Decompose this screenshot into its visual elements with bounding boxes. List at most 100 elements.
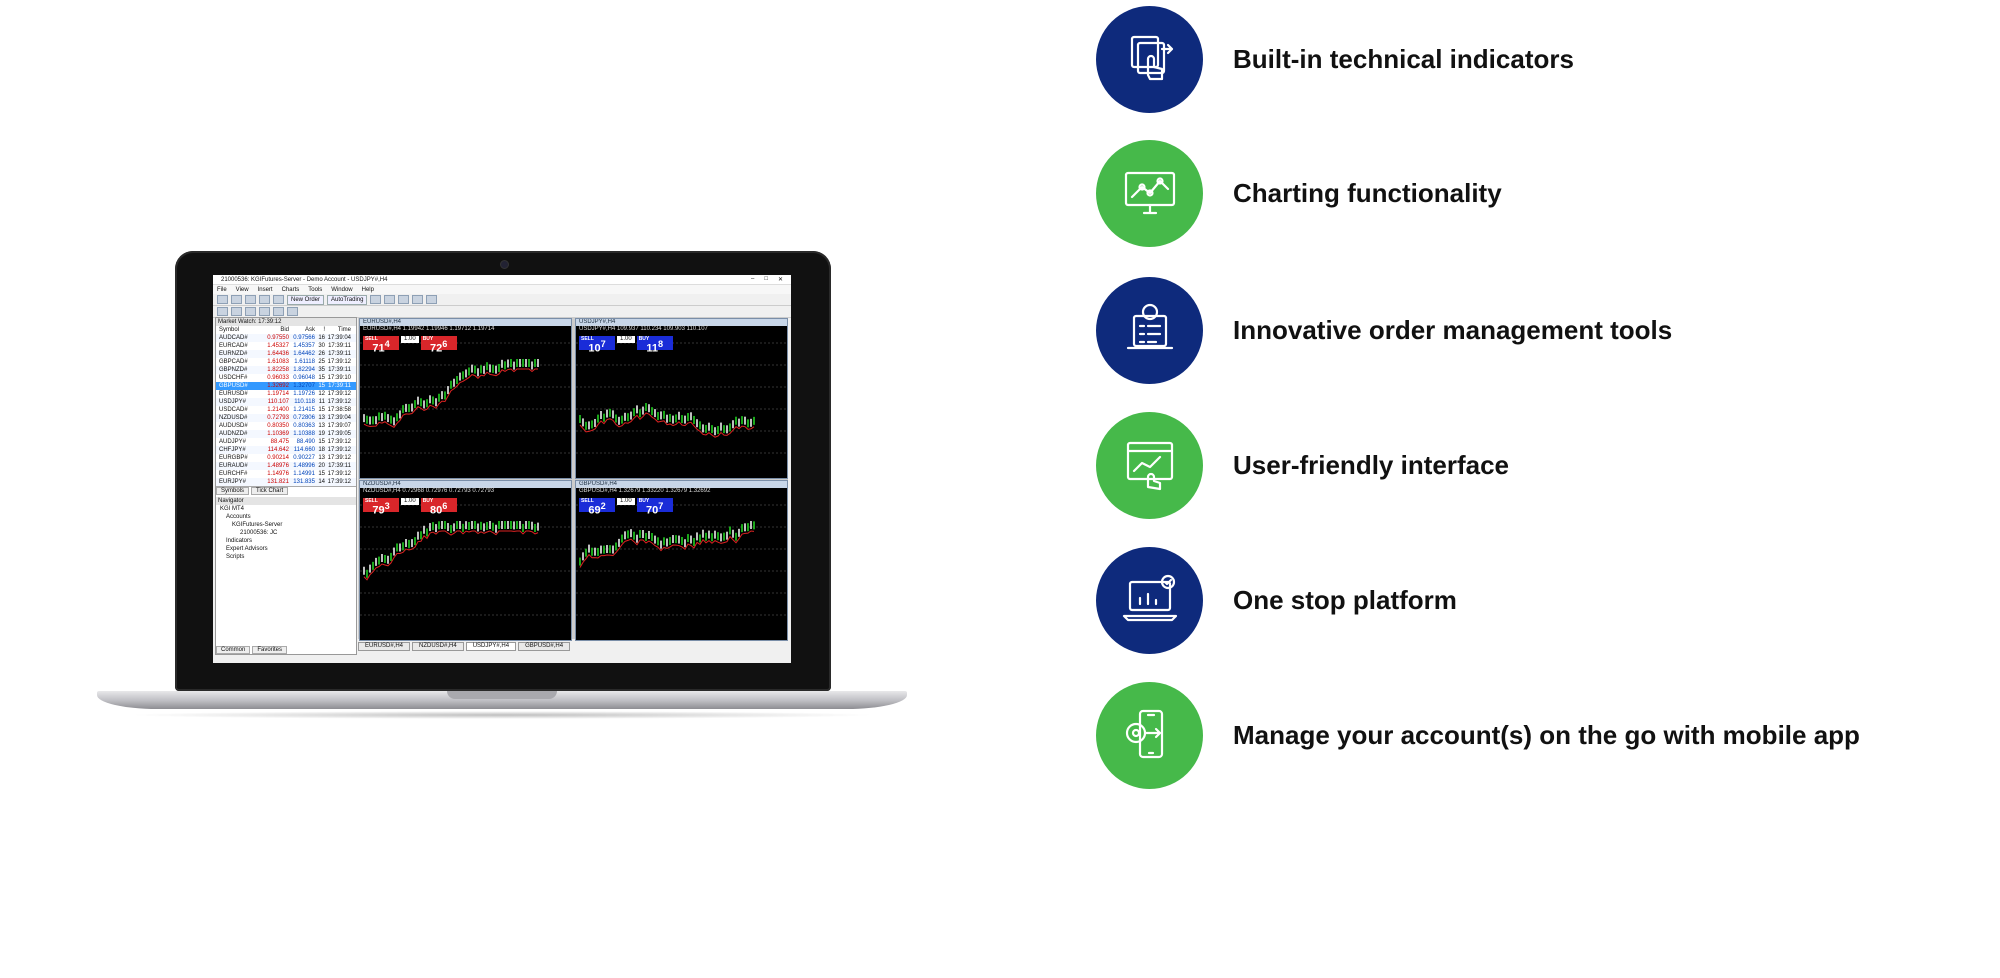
navigator-item: Scripts [226, 554, 245, 560]
table-cell: 20 [318, 463, 325, 469]
sell-price-sup: 7 [600, 339, 606, 349]
feature-label: Manage your account(s) on the go with mo… [1233, 719, 1860, 750]
table-cell: 15 [318, 383, 325, 389]
buy-label: BUY [422, 336, 434, 342]
table-cell: EURCAD# [219, 343, 248, 349]
table-cell: 1.82258 [267, 367, 289, 373]
moving-average-line [579, 530, 755, 568]
price-chart [576, 342, 787, 454]
table-cell: 11 [318, 399, 325, 405]
navigator-item: KGI MT4 [220, 506, 245, 512]
table-cell: 0.90227 [293, 455, 315, 461]
table-cell: 15 [318, 439, 325, 445]
toolbar-icon [245, 295, 256, 304]
sell-label: SELL [581, 336, 594, 342]
table-cell: 1.10369 [267, 431, 289, 437]
user-interface-icon [1096, 411, 1203, 519]
autotrading-button: AutoTrading [327, 294, 368, 305]
maximize-icon: □ [764, 276, 768, 282]
table-cell: 1.10388 [293, 431, 315, 437]
buy-price: 70 [646, 504, 659, 517]
chart-tab: USDJPY#,H4 [465, 642, 517, 651]
table-cell: 30 [318, 343, 325, 349]
table-cell: 131.835 [293, 479, 315, 485]
feature-label: Charting functionality [1233, 177, 1502, 208]
navigator-item: Indicators [226, 538, 253, 544]
terminal-title: 21000536: KGIFutures-Server - Demo Accou… [221, 276, 388, 283]
table-cell: AUDUSD# [219, 423, 248, 429]
toolbar-icon [370, 295, 382, 304]
table-cell: 17:39:12 [327, 455, 351, 461]
table-cell: 1.32692 [267, 383, 289, 389]
table-cell: USDCAD# [219, 407, 248, 413]
table-cell: 17:39:11 [328, 351, 351, 357]
sell-label: SELL [581, 498, 594, 504]
navigator-item: Accounts [226, 514, 251, 520]
tab: Common [216, 646, 251, 654]
feature-row: Innovative order management tools [1096, 276, 1976, 384]
table-cell: AUDCAD# [219, 335, 248, 341]
table-cell: 17:39:04 [327, 335, 351, 341]
table-cell: 17:39:11 [328, 383, 351, 389]
table-cell: AUDNZD# [219, 431, 248, 437]
table-cell: 114.642 [267, 447, 289, 453]
table-cell: 13 [318, 423, 325, 429]
price-chart [576, 504, 787, 616]
price-chart [360, 342, 571, 454]
table-cell: GBPUSD# [219, 383, 248, 389]
laptop-platform-icon [1096, 546, 1203, 654]
table-cell: USDCHF# [219, 375, 248, 381]
table-cell: 0.80363 [293, 423, 315, 429]
feature-row: Built-in technical indicators [1096, 5, 1976, 113]
table-cell: EURAUD# [219, 463, 248, 469]
laptop-notch [447, 691, 557, 699]
buy-price-sup: 8 [657, 339, 664, 349]
column-header: Symbol [219, 327, 240, 333]
table-cell: 17:39:11 [328, 343, 351, 349]
table-cell: 0.90214 [267, 455, 289, 461]
chart-tab: EURUSD#,H4 [358, 642, 411, 651]
buy-price: 72 [430, 342, 443, 355]
chart-tab: NZDUSD#,H4 [412, 642, 464, 651]
table-cell: 14 [318, 479, 325, 485]
menu-item-window: Window [331, 286, 353, 293]
table-cell: EURGBP# [219, 455, 248, 461]
menu-item-insert: Insert [257, 286, 273, 293]
table-cell: 17:39:05 [327, 431, 351, 437]
table-cell: 17:39:07 [327, 423, 351, 429]
lot-size: 1.00 [617, 498, 635, 505]
chart-monitor-icon [1096, 139, 1203, 247]
table-cell: 15 [318, 407, 325, 413]
toolbar-icon [273, 295, 284, 304]
laptop-shadow [127, 711, 877, 719]
table-cell: 0.80350 [267, 423, 289, 429]
table-cell: NZDUSD# [219, 415, 248, 421]
touch-indicator-icon [1096, 5, 1203, 113]
table-cell: 13 [318, 415, 325, 421]
sell-price: 10 [588, 342, 601, 355]
table-cell: 88.475 [270, 439, 289, 445]
table-cell: GBPCAD# [219, 359, 248, 365]
table-cell: 0.72793 [267, 415, 289, 421]
chart-ohlc: EURUSD#,H4 1.19942 1.19946 1.19712 1.197… [363, 326, 495, 332]
feature-row: User-friendly interface [1096, 411, 1976, 519]
table-cell: 17:39:12 [327, 391, 351, 397]
chart-caption: NZDUSD#,H4 [360, 481, 571, 488]
table-cell: 1.61118 [294, 359, 315, 365]
